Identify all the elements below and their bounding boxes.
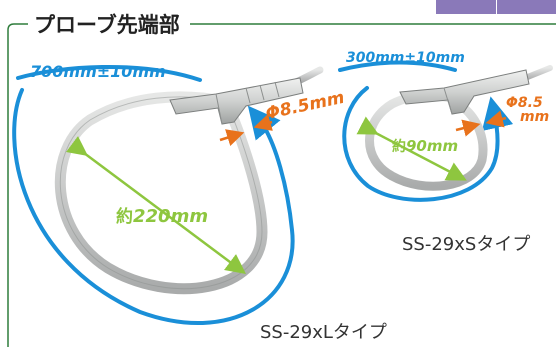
small-probe-diameter-arrow-left: [455, 119, 481, 137]
large-probe-loop-arrow: [66, 136, 247, 274]
tab-2[interactable]: [495, 0, 556, 14]
section-title: プローブ先端部: [28, 10, 186, 40]
small-loop-prefix: 約: [392, 139, 406, 155]
large-probe-diameter-arrow-right: [253, 114, 273, 131]
small-loop-value: 90mm: [406, 137, 459, 155]
large-loop-prefix: 約: [116, 207, 133, 227]
large-probe: [12, 65, 324, 325]
small-diameter-value: Φ8.5: [506, 95, 543, 111]
small-probe-diameter-arrow-right: [485, 110, 507, 128]
small-probe-body: [399, 69, 530, 115]
large-probe-body: [169, 77, 304, 125]
small-cable-length-label: 300mm±10mm: [346, 50, 465, 66]
large-probe-cable: [54, 91, 268, 295]
large-model-label: SS-29xLタイプ: [260, 322, 387, 343]
large-loop-size: 約220mm: [116, 202, 208, 227]
tab-1[interactable]: [435, 0, 496, 14]
small-diameter-unit: mm: [520, 109, 550, 125]
small-probe-length-line: [338, 60, 498, 202]
large-probe-diameter-arrow-left: [219, 129, 245, 146]
small-loop-size: 約90mm: [392, 136, 458, 156]
top-tab-bar: [435, 0, 556, 14]
small-probe: [338, 60, 553, 202]
small-model-label: SS-29xSタイプ: [402, 234, 531, 255]
large-cable-length-label: 700mm±10mm: [30, 62, 166, 81]
large-probe-length-line: [12, 65, 295, 325]
small-diameter-label: Φ8.5 mm: [506, 96, 549, 124]
small-probe-loop-arrow: [356, 116, 467, 181]
large-loop-value: 220mm: [133, 206, 209, 227]
